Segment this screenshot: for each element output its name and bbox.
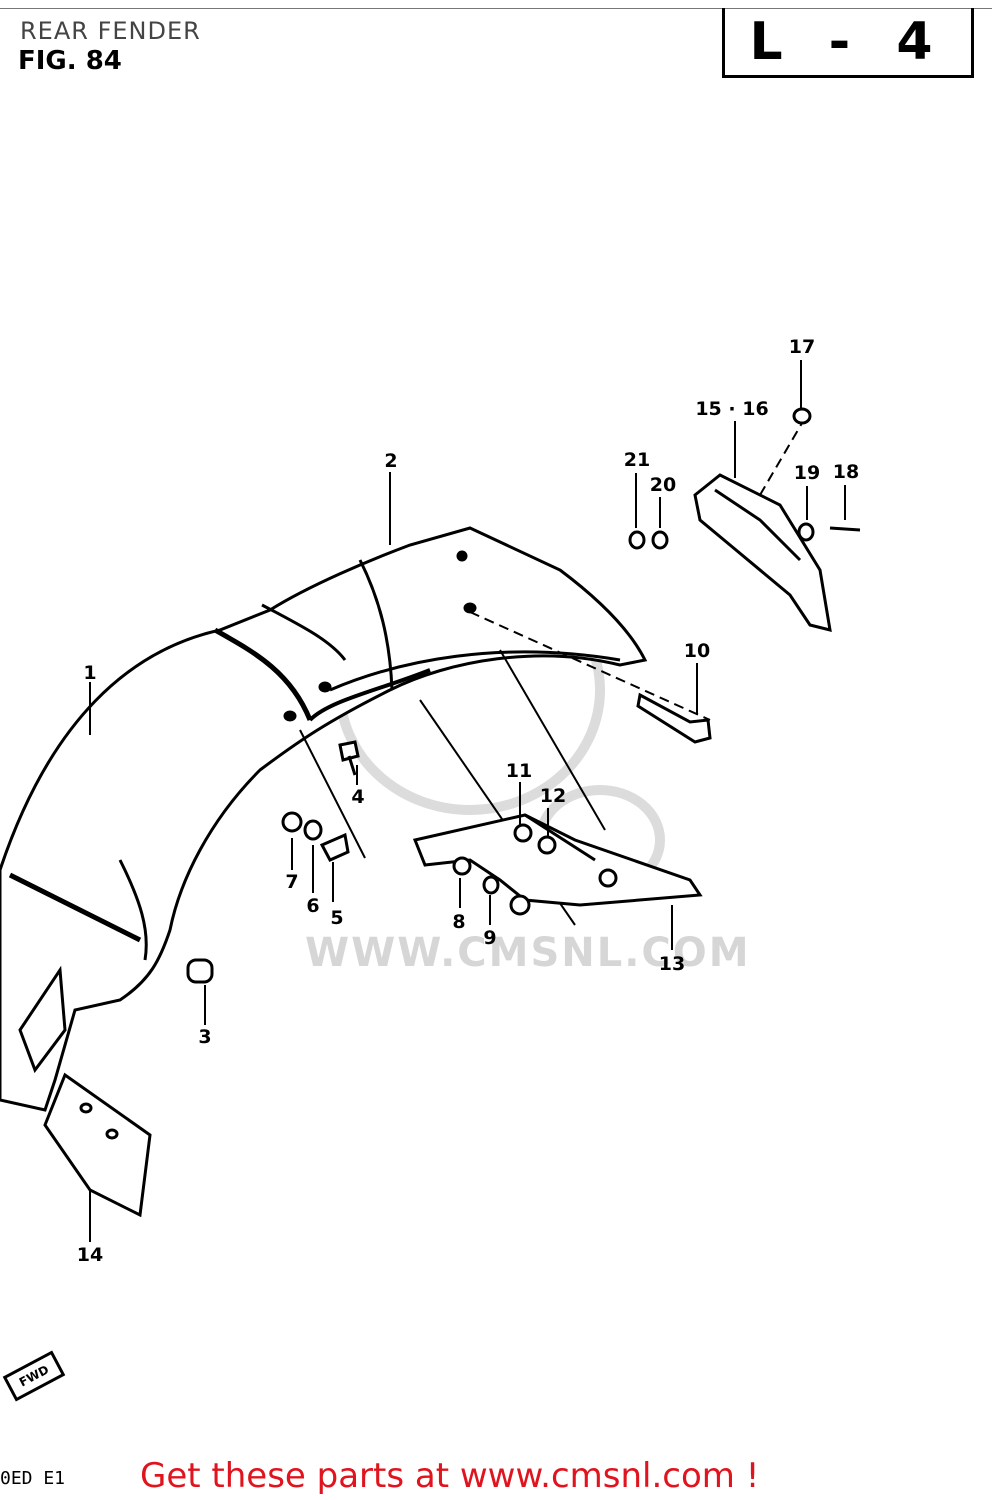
page-code-box: L - 4 (722, 8, 974, 78)
callout-18: 18 (832, 461, 860, 483)
callout-19: 19 (793, 462, 821, 484)
callout-13: 13 (658, 953, 686, 975)
callout-8: 8 (452, 911, 466, 933)
callout-9: 9 (483, 927, 497, 949)
callout-20: 20 (649, 474, 677, 496)
callout-2: 2 (384, 450, 398, 472)
section-title: REAR FENDER (20, 17, 201, 45)
hardware-parts (186, 407, 861, 984)
rear-fender-part (0, 526, 648, 1112)
top-rule (0, 8, 992, 9)
callout-leaders (89, 360, 846, 1242)
callout-10: 10 (683, 640, 711, 662)
callout-17: 17 (788, 336, 816, 358)
figure-number: FIG. 84 (18, 46, 122, 76)
callout-6: 6 (306, 895, 320, 917)
callout-3: 3 (198, 1026, 212, 1048)
page-code: L - 4 (749, 11, 947, 72)
callout-21: 21 (623, 449, 651, 471)
bracket-part (412, 813, 703, 916)
callout-15-16: 15 · 16 (695, 398, 769, 420)
promo-link-text[interactable]: Get these parts at www.cmsnl.com ! (140, 1456, 760, 1496)
callout-7: 7 (285, 871, 299, 893)
callout-1: 1 (83, 662, 97, 684)
callout-14: 14 (76, 1244, 104, 1266)
mud-flap-part (43, 1072, 152, 1218)
callout-4: 4 (351, 786, 365, 808)
callout-5: 5 (330, 907, 344, 929)
watermark-text: WWW.CMSNL.COM (305, 930, 751, 976)
model-code: 0ED E1 (0, 1468, 66, 1489)
callout-11: 11 (505, 760, 533, 782)
callout-12: 12 (539, 785, 567, 807)
grip-handle-part (693, 473, 832, 633)
